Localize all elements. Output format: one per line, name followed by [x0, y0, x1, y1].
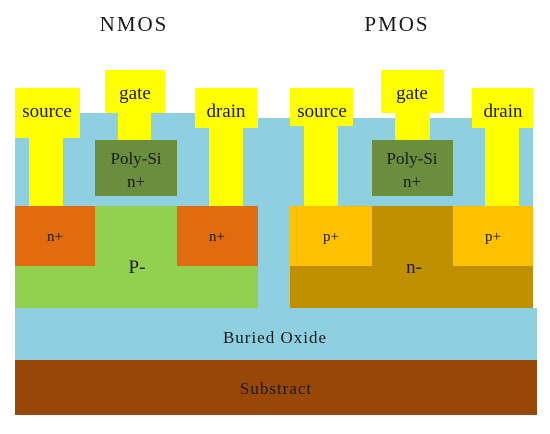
pmos-body-label: n- [406, 257, 422, 278]
nmos-title: NMOS [99, 12, 169, 36]
isolation-oxide [258, 118, 290, 308]
pmos-source-doping-label: p+ [323, 229, 339, 245]
pmos-title: PMOS [364, 12, 430, 36]
pmos-drain-doping-label: p+ [485, 229, 501, 245]
pmos-poly-doping: n+ [402, 171, 422, 191]
nmos-drain-doping-label: n+ [209, 229, 225, 245]
pmos-gate-label: gate [396, 83, 428, 104]
pmos-drain-contact [472, 88, 533, 206]
substrate-label: Substract [239, 379, 313, 398]
nmos-drain-label: drain [206, 101, 246, 122]
pmos-source-label: source [297, 101, 347, 122]
pmos-poly-gate [372, 140, 453, 196]
nmos-gate-label: gate [119, 83, 151, 104]
nmos-source-doping-label: n+ [47, 229, 63, 245]
nmos-poly-gate [95, 140, 177, 196]
substrate-layer [15, 360, 537, 415]
nmos-source-n-plus [15, 206, 95, 266]
nmos-gate-contact [105, 70, 165, 140]
pmos-source-p-plus [290, 206, 372, 266]
buried-oxide-layer [15, 308, 537, 360]
nmos-source-label: source [22, 101, 72, 122]
nmos-poly-doping: n+ [126, 171, 146, 191]
pmos-drain-p-plus [453, 206, 533, 266]
pmos-poly-material: Poly-Si [386, 149, 438, 168]
pmos-poly-label: Poly-Si n+ [386, 148, 437, 194]
nmos-body-label: P- [128, 257, 146, 278]
pmos-gate-contact [381, 70, 444, 140]
nmos-poly-material: Poly-Si [110, 149, 162, 168]
pmos-drain-label: drain [483, 101, 523, 122]
nmos-source-contact [15, 88, 80, 206]
nmos-drain-contact [195, 88, 257, 206]
pmos-source-contact [290, 88, 353, 206]
buried-oxide-label: Buried Oxide [222, 328, 328, 347]
nmos-drain-n-plus [177, 206, 258, 266]
nmos-poly-label: Poly-Si n+ [110, 148, 161, 194]
